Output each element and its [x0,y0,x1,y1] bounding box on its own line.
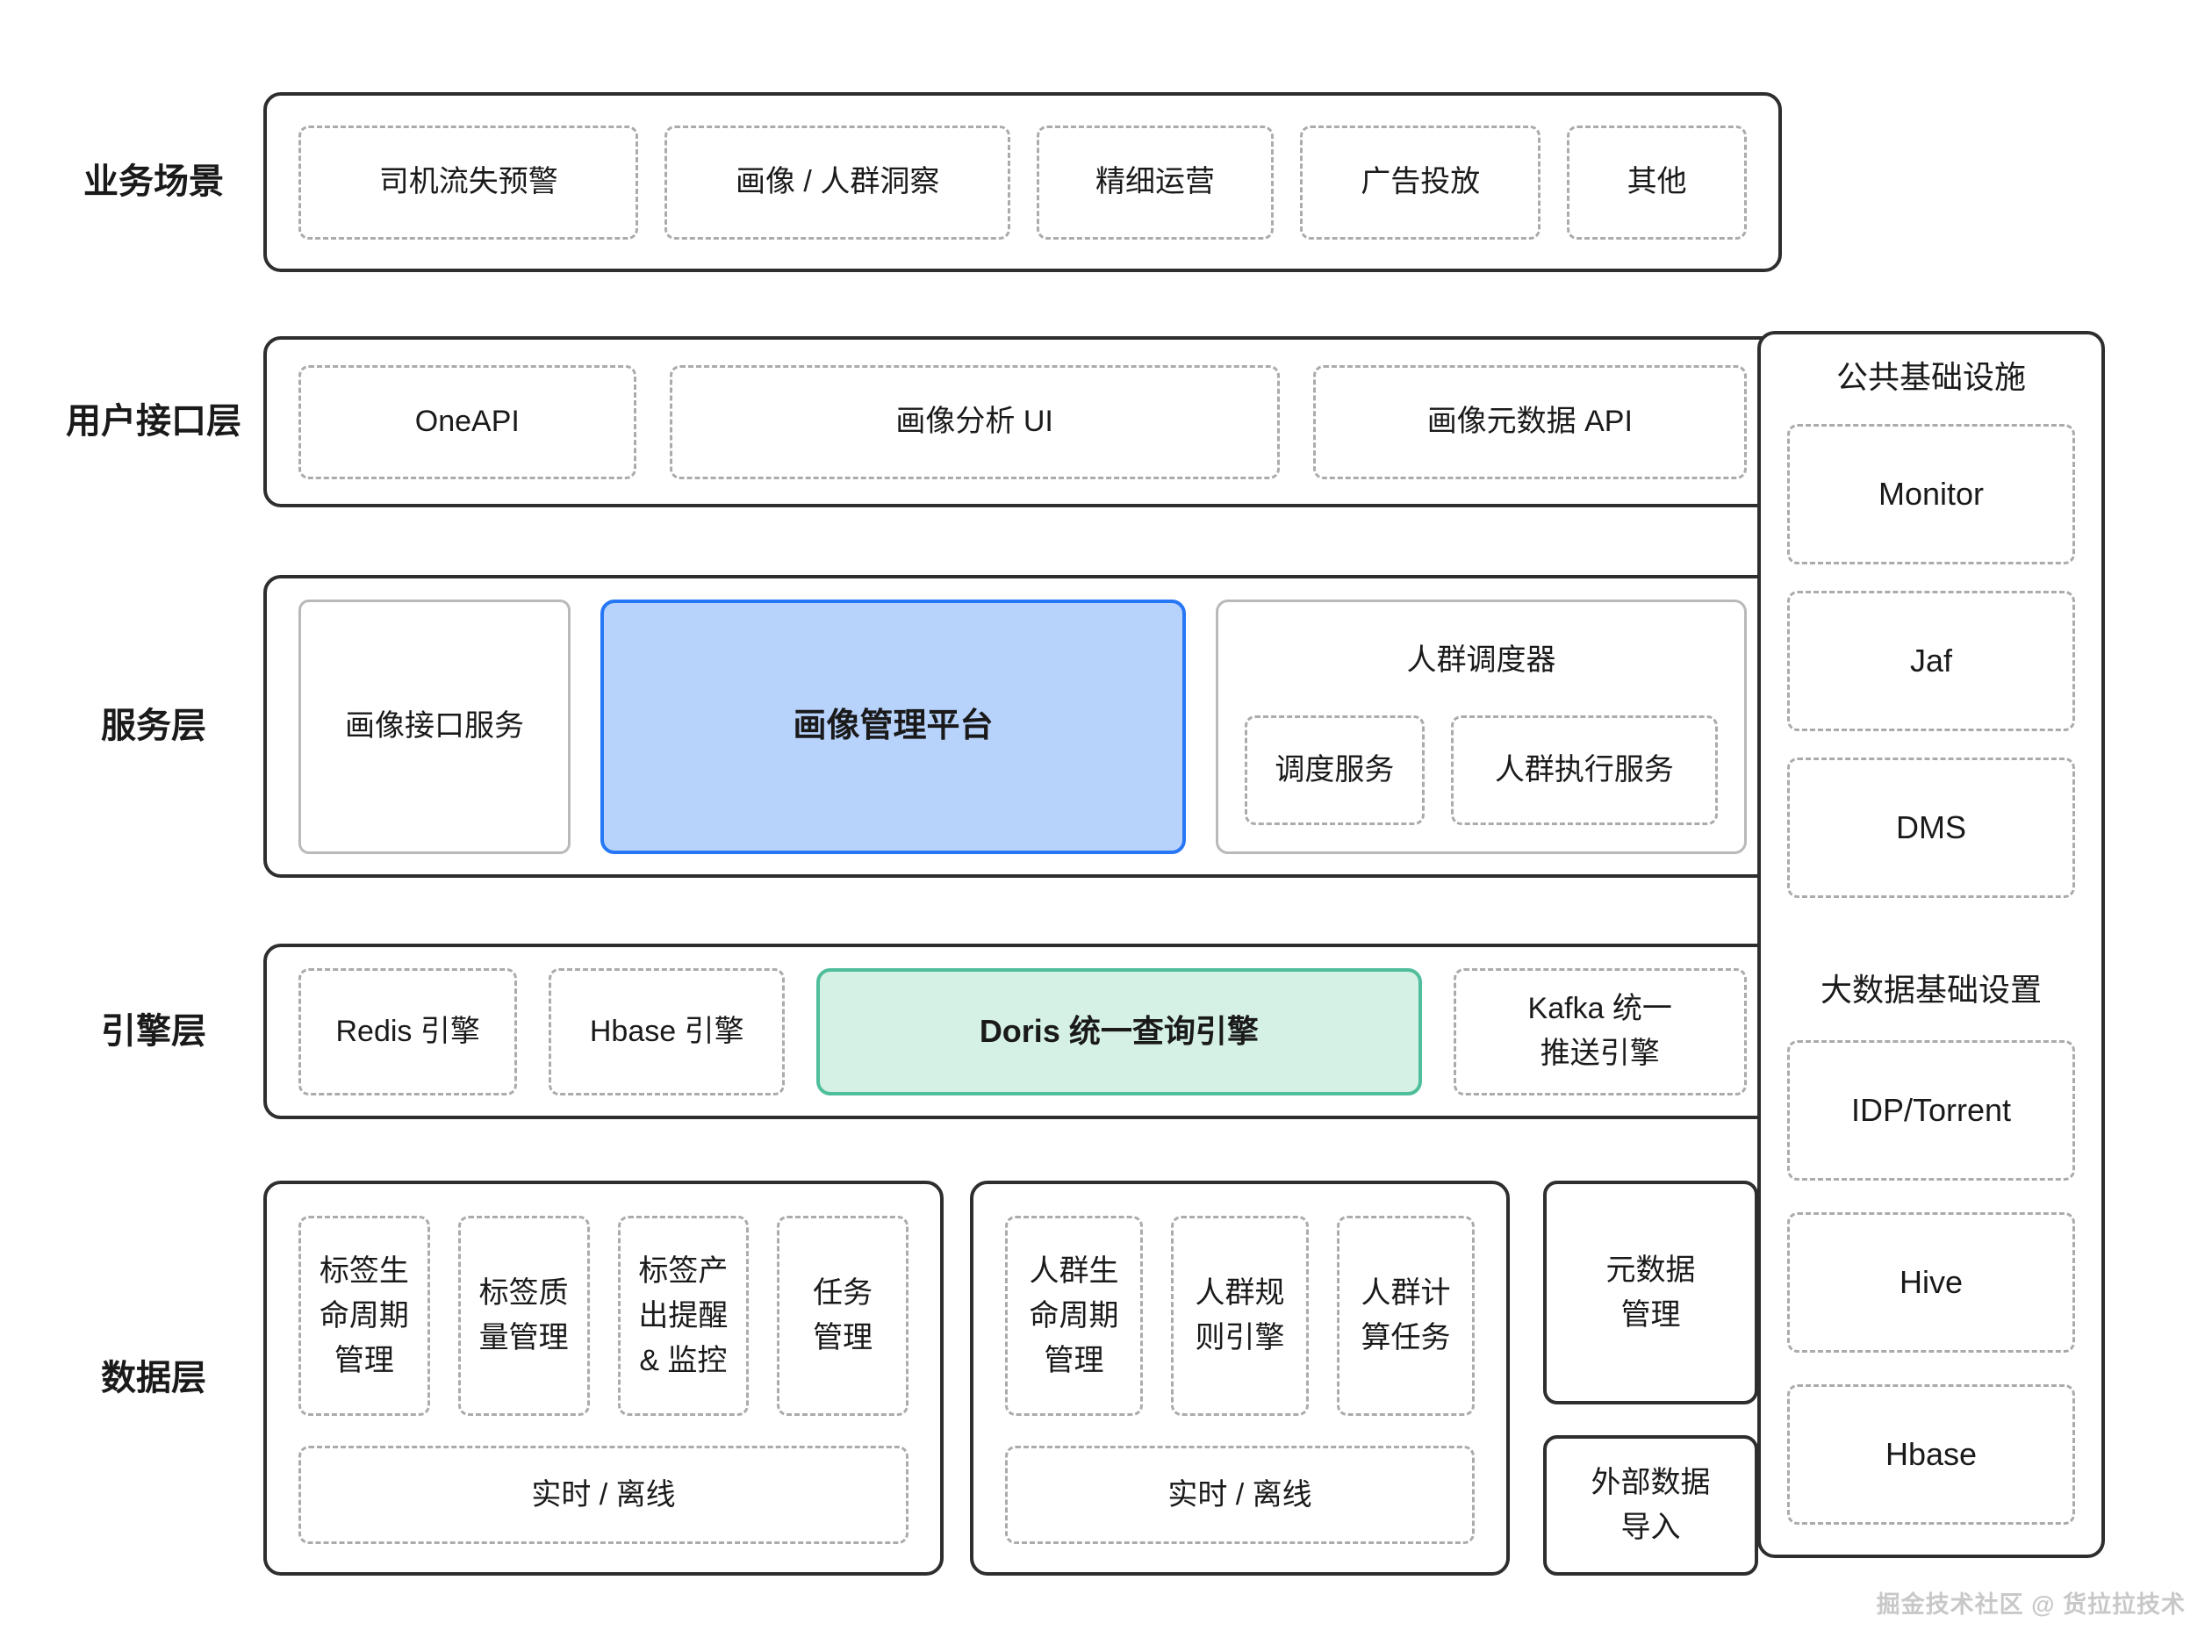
hive-box: Hive [1787,1212,2075,1353]
crowd-scheduler-panel: 人群调度器 调度服务 人群执行服务 [1216,599,1747,854]
layer-label-service: 服务层 [101,707,206,745]
business-scenario-box: 司机流失预警 [298,125,639,240]
interface-box: 画像元数据 API [1312,364,1747,479]
redis-engine-box: Redis 引擎 [298,967,518,1095]
scheduling-service-box: 调度服务 [1245,715,1425,825]
hbase-infra-box: Hbase [1787,1384,2075,1525]
external-data-import-box: 外部数据 导入 [1543,1435,1758,1576]
watermark: 掘金技术社区 @ 货拉拉技术 [1876,1591,2186,1618]
common-infra-title: 公共基础设施 [1835,359,2026,395]
portrait-api-service-box: 画像接口服务 [298,599,571,854]
user-interface-panel: OneAPI 画像分析 UI 画像元数据 API [263,336,1782,507]
idp-torrent-box: IDP/Torrent [1787,1040,2075,1181]
tag-data-panel: 标签生 命周期 管理 标签质 量管理 标签产 出提醒 & 监控 任务 管理 实时… [263,1181,944,1576]
task-management-box: 任务 管理 [777,1216,908,1416]
tag-output-alert-box: 标签产 出提醒 & 监控 [617,1216,750,1416]
realtime-offline-box: 实时 / 离线 [298,1446,908,1544]
layer-label-interface: 用户接口层 [66,402,241,441]
realtime-offline-box: 实时 / 离线 [1005,1446,1475,1544]
jaf-box: Jaf [1787,591,2075,731]
layer-label-data: 数据层 [101,1359,206,1397]
dms-box: DMS [1787,758,2075,898]
tag-lifecycle-box: 标签生 命周期 管理 [298,1216,430,1416]
crowd-compute-task-box: 人群计 算任务 [1337,1216,1475,1416]
interface-box: 画像分析 UI [669,364,1280,479]
crowd-data-panel: 人群生 命周期 管理 人群规 则引擎 人群计 算任务 实时 / 离线 [970,1181,1510,1576]
bigdata-infra-title: 大数据基础设置 [1820,972,2042,1008]
crowd-rule-engine-box: 人群规 则引擎 [1171,1216,1309,1416]
business-scenario-box: 画像 / 人群洞察 [664,125,1010,240]
business-scenarios-panel: 司机流失预警 画像 / 人群洞察 精细运营 广告投放 其他 [263,92,1782,272]
layer-label-engine: 引擎层 [101,1012,206,1051]
service-layer-panel: 画像接口服务 画像管理平台 人群调度器 调度服务 人群执行服务 [263,575,1782,878]
portrait-management-platform-box: 画像管理平台 [600,599,1186,854]
doris-query-engine-box: Doris 统一查询引擎 [816,967,1422,1095]
crowd-lifecycle-box: 人群生 命周期 管理 [1005,1216,1143,1416]
monitor-box: Monitor [1787,424,2075,564]
interface-box: OneAPI [298,364,636,479]
crowd-execution-service-box: 人群执行服务 [1450,715,1718,825]
hbase-engine-box: Hbase 引擎 [549,967,786,1095]
business-scenario-box: 其他 [1567,125,1747,240]
engine-layer-panel: Redis 引擎 Hbase 引擎 Doris 统一查询引擎 Kafka 统一 … [263,944,1782,1119]
business-scenario-box: 精细运营 [1036,125,1275,240]
infrastructure-panel: 公共基础设施 Monitor Jaf DMS 大数据基础设置 IDP/Torre… [1757,331,2105,1558]
metadata-management-box: 元数据 管理 [1543,1181,1758,1404]
crowd-scheduler-title: 人群调度器 [1406,643,1556,677]
layer-label-business: 业务场景 [83,162,224,201]
tag-quality-box: 标签质 量管理 [457,1216,590,1416]
business-scenario-box: 广告投放 [1300,125,1541,240]
kafka-push-engine-box: Kafka 统一 推送引擎 [1453,967,1747,1095]
